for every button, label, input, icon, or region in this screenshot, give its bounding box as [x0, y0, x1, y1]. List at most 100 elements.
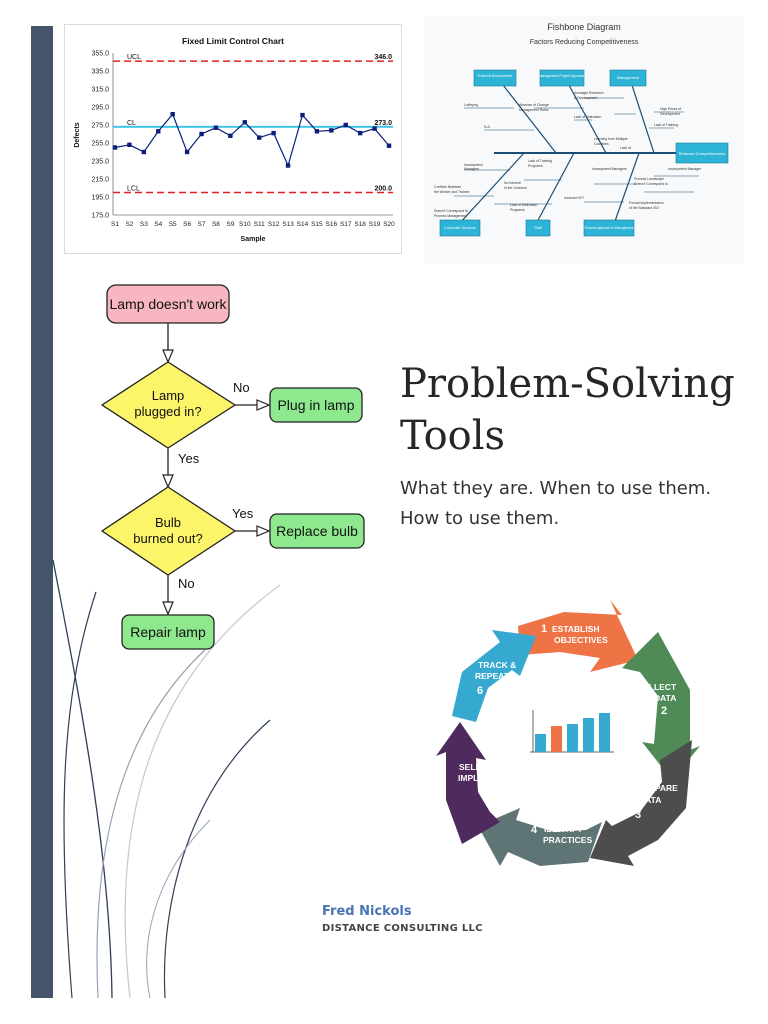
cl-label: CL	[127, 120, 136, 127]
data-point	[141, 149, 147, 155]
svg-text:Incorrect KPI: Incorrect KPI	[564, 196, 584, 200]
svg-text:Lack of Training: Lack of Training	[654, 123, 678, 127]
x-tick-label: S18	[354, 221, 366, 228]
svg-text:Lack of Motivation: Lack of Motivation	[510, 203, 537, 207]
title-line-2: Tools	[400, 413, 506, 459]
fishbone-head-label: Reduced Competitiveness	[679, 151, 726, 156]
svg-text:Managers: Managers	[464, 167, 479, 171]
data-point	[357, 130, 363, 136]
data-point	[300, 112, 305, 118]
fishbone-bottom-boxes: Corporate Structure Staff Process Approa…	[439, 219, 635, 237]
x-tick-label: S9	[226, 221, 234, 228]
y-tick-label: 335.0	[91, 69, 109, 76]
svg-text:Programs: Programs	[528, 164, 543, 168]
svg-text:Programs: Programs	[510, 208, 525, 212]
x-tick-label: S6	[183, 221, 191, 228]
fishbone-subtitle: Factors Reducing Competitiveness	[530, 39, 639, 46]
x-tick-label: S15	[311, 221, 323, 228]
x-axis-label: Sample	[241, 236, 266, 243]
fishbone-box-4: Corporate Structure	[444, 226, 476, 230]
data-point	[386, 143, 392, 148]
svg-text:Lobbying: Lobbying	[464, 103, 478, 107]
data-point	[285, 163, 291, 168]
data-point	[314, 129, 320, 134]
y-tick-label: 275.0	[91, 123, 109, 130]
fishbone-box-2: Management Project Approach	[539, 74, 586, 78]
data-point	[228, 133, 233, 138]
sidebar-stripe	[31, 26, 53, 998]
chart-title: Fixed Limit Control Chart	[182, 36, 284, 46]
data-point	[199, 131, 204, 137]
x-tick-label: S1	[111, 221, 119, 228]
svg-text:Lack of: Lack of	[620, 146, 631, 150]
x-tick-label: S13	[282, 221, 294, 228]
svg-text:Lack of Training: Lack of Training	[528, 159, 552, 163]
svg-text:Absence of Change: Absence of Change	[519, 103, 549, 107]
svg-text:Lack of Motivation: Lack of Motivation	[574, 115, 601, 119]
x-tick-label: S3	[140, 221, 148, 228]
svg-text:Aversight Research: Aversight Research	[574, 91, 604, 95]
svg-text:No Interest: No Interest	[504, 181, 521, 185]
company-name: DISTANCE CONSULTING LLC	[322, 923, 483, 934]
page-title: Problem-Solving Tools	[400, 358, 735, 462]
subtitle-line-2: How to use them.	[400, 508, 560, 529]
fishbone-title: Fishbone Diagram	[547, 22, 621, 32]
subtitle-line-1: What they are. When to use them.	[400, 478, 712, 499]
x-tick-label: S19	[369, 221, 381, 228]
svg-text:Formal Implementation: Formal Implementation	[629, 201, 664, 205]
data-point	[184, 149, 190, 155]
svg-text:High Prices of: High Prices of	[660, 107, 681, 111]
y-tick-label: 175.0	[91, 213, 109, 220]
y-tick-label: 215.0	[91, 177, 109, 184]
data-point	[329, 128, 334, 133]
x-tick-label: S5	[169, 221, 177, 228]
ucl-value: 346.0	[374, 54, 392, 61]
fishbone-head	[675, 142, 729, 164]
y-tick-label: 295.0	[91, 105, 109, 112]
fishbone-box-3: Management	[617, 76, 640, 80]
data-point	[271, 130, 276, 136]
x-tick-label: S12	[268, 221, 280, 228]
page-subtitle: What they are. When to use them. How to …	[400, 474, 740, 534]
x-tick-label: S14	[297, 221, 309, 228]
svg-text:Development: Development	[660, 112, 680, 116]
lcl-label: LCL	[127, 186, 140, 193]
x-tick-label: S16	[326, 221, 338, 228]
fishbone-box-5: Staff	[534, 226, 543, 230]
data-point	[343, 122, 348, 128]
x-tick-label: S4	[154, 221, 162, 228]
x-tick-label: S10	[239, 221, 251, 228]
svg-text:in the Outcome: in the Outcome	[504, 186, 527, 190]
svg-text:Process Landscape: Process Landscape	[634, 177, 664, 181]
x-tick-label: S7	[198, 221, 206, 228]
svg-text:of the Standard ISO: of the Standard ISO	[629, 206, 659, 210]
svg-text:Conflicts Between: Conflicts Between	[434, 185, 461, 189]
author-name: Fred Nickols	[322, 904, 412, 919]
ucl-label: UCL	[127, 54, 141, 61]
svg-text:Learning from Multiple: Learning from Multiple	[594, 137, 628, 141]
svg-text:N.A.: N.A.	[484, 125, 491, 129]
svg-text:Management Roles: Management Roles	[519, 108, 549, 112]
title-line-1: Problem-Solving	[400, 361, 735, 407]
svg-text:Incompetent Manager: Incompetent Manager	[668, 167, 702, 171]
svg-text:Incompetent Managers: Incompetent Managers	[592, 167, 627, 171]
data-point	[170, 112, 175, 117]
fishbone-diagram: Fishbone Diagram Factors Reducing Compet…	[424, 16, 744, 264]
series-line	[114, 113, 390, 168]
y-tick-label: 315.0	[91, 87, 109, 94]
data-point	[127, 142, 132, 147]
svg-text:Doesn't Correspond to: Doesn't Correspond to	[634, 182, 668, 186]
y-tick-label: 255.0	[91, 141, 109, 148]
y-tick-label: 355.0	[91, 51, 109, 58]
x-tick-label: S17	[340, 221, 352, 228]
data-point	[213, 125, 219, 130]
svg-text:Incompetent: Incompetent	[464, 163, 483, 167]
cl-value: 273.0	[374, 120, 392, 127]
x-tick-label: S2	[125, 221, 133, 228]
data-point	[372, 126, 377, 131]
data-point	[242, 120, 247, 125]
data-point	[156, 129, 161, 134]
y-tick-label: 235.0	[91, 159, 109, 166]
data-point	[112, 145, 118, 150]
